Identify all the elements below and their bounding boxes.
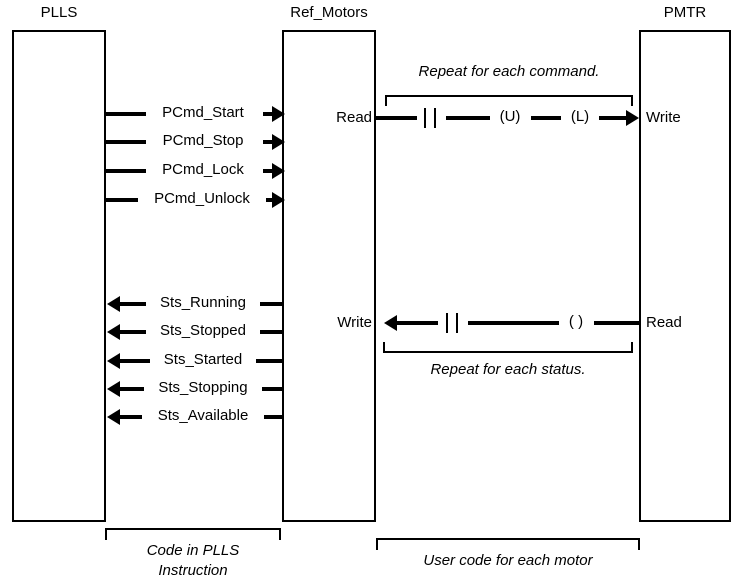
port-label-ref-motors-write: Write [337,314,372,331]
command-line-unlock-left [106,198,138,202]
status-label-available: Sts_Available [157,407,249,424]
command-path-seg-2 [446,116,490,120]
status-label-running: Sts_Running [160,294,246,311]
arrow-right-icon-start [272,106,285,122]
status-label-stopping: Sts_Stopping [158,379,248,396]
command-label-stop: PCmd_Stop [162,132,244,149]
box-ref-motors [282,30,376,522]
box-plls [12,30,106,522]
annotation-code-in-plls-line1: Code in PLLS [146,542,240,559]
arrow-left-icon-stopped [107,324,120,340]
command-line-start-right [263,112,275,116]
command-path-seg-4 [599,116,631,120]
status-path-seg-1 [396,321,438,325]
command-label-start: PCmd_Start [162,104,244,121]
command-path-tick-b [434,108,436,128]
port-label-ref-motors-read: Read [336,109,372,126]
box-pmtr [639,30,731,522]
status-line-started-left [119,359,150,363]
command-label-lock: PCmd_Lock [162,161,244,178]
status-line-available-left [119,415,142,419]
command-path-symbol-l: (L) [570,108,590,125]
status-line-stopped-left [119,330,146,334]
command-line-unlock-right [266,198,275,202]
box-title-plls: PLLS [40,4,78,21]
annotation-repeat-command: Repeat for each command. [418,63,600,80]
annotation-user-code: User code for each motor [423,552,593,569]
command-line-start-left [106,112,146,116]
arrow-left-icon-started [107,353,120,369]
status-path-seg-3 [594,321,639,325]
command-label-unlock: PCmd_Unlock [154,190,250,207]
command-path-tick-a [424,108,426,128]
status-line-running-left [119,302,146,306]
status-line-stopping-left [119,387,144,391]
command-path-seg-3 [531,116,561,120]
annotation-code-in-plls-line2: Instruction [158,562,228,579]
arrow-right-icon-stop [272,134,285,150]
arrow-right-icon-command-path [626,110,639,126]
box-title-pmtr: PMTR [663,4,707,21]
box-title-ref-motors: Ref_Motors [290,4,368,21]
arrow-left-icon-stopping [107,381,120,397]
annotation-repeat-status: Repeat for each status. [430,361,586,378]
bracket-user-code [376,538,640,550]
status-path-tick-a [446,313,448,333]
bracket-code-in-plls [105,528,281,540]
status-line-running-right [260,302,282,306]
status-label-stopped: Sts_Stopped [160,322,246,339]
port-label-pmtr-read: Read [646,314,682,331]
command-path-symbol-u: (U) [499,108,521,125]
command-line-lock-right [263,169,275,173]
status-line-stopping-right [262,387,282,391]
arrow-right-icon-lock [272,163,285,179]
status-path-tick-b [456,313,458,333]
status-line-started-right [256,359,282,363]
bracket-repeat-status [383,342,633,353]
port-label-pmtr-write: Write [646,109,681,126]
arrow-left-icon-available [107,409,120,425]
arrow-left-icon-status-path [384,315,397,331]
status-line-stopped-right [260,330,282,334]
command-line-lock-left [106,169,146,173]
arrow-left-icon-running [107,296,120,312]
command-line-stop-right [263,140,275,144]
command-path-seg-1 [376,116,417,120]
status-label-started: Sts_Started [163,351,243,368]
command-line-stop-left [106,140,146,144]
status-path-seg-2 [468,321,559,325]
arrow-right-icon-unlock [272,192,285,208]
status-line-available-right [264,415,282,419]
bracket-repeat-command [385,95,633,106]
status-path-symbol-parens: ( ) [568,313,584,330]
